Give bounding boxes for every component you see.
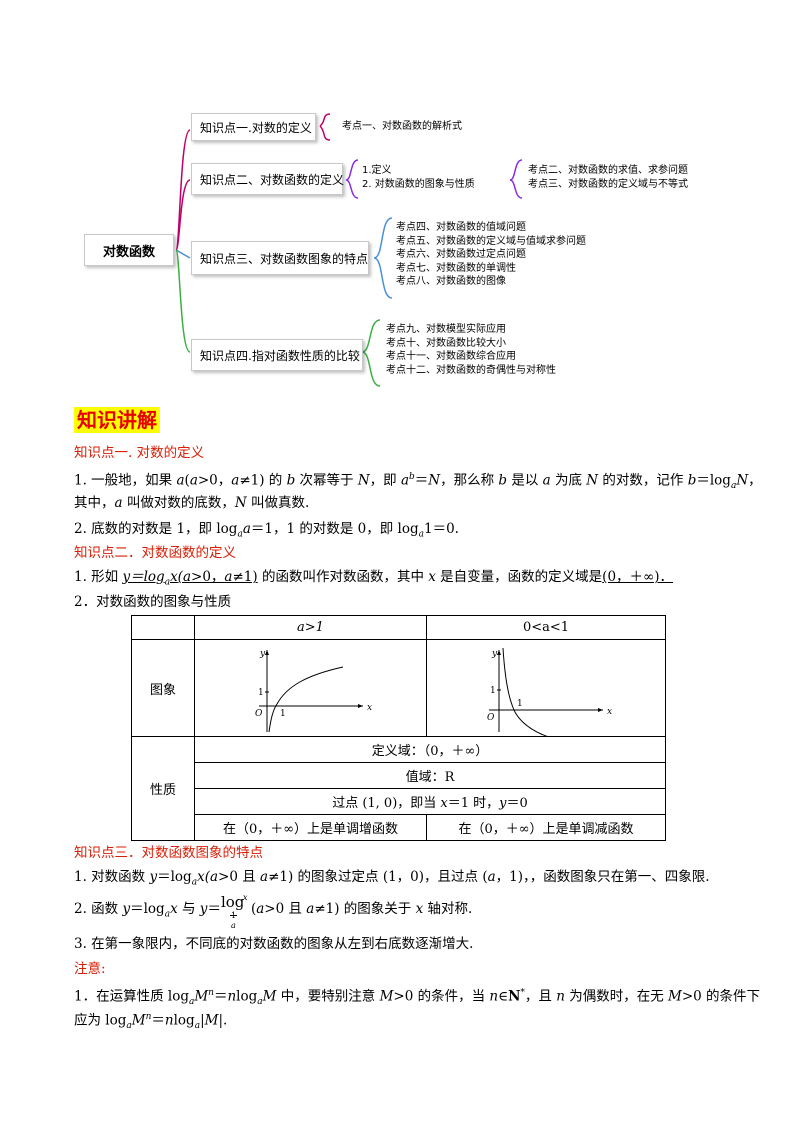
kp1-heading: 知识点一. 对数的定义 <box>74 445 205 461</box>
list-item: 考点九、对数模型实际应用 <box>386 324 506 335</box>
branch-2-items: 考点二、对数函数的求值、求参问题 考点三、对数函数的定义域与不等式 <box>528 164 688 191</box>
kp3-heading: 知识点三．对数函数图象的特点 <box>74 845 263 861</box>
graph-tick-1-y: 1 <box>490 686 496 696</box>
graph-origin-label: O <box>487 713 495 723</box>
graph-increasing-svg: y x O 1 1 <box>255 649 372 733</box>
mind-map-branch-4: 知识点四.指对函数性质的比较 <box>191 339 363 371</box>
list-item: 考点十二、对数函数的奇偶性与对称性 <box>386 364 556 376</box>
kp1-para-3: 2. 底数的对数是 1，即 logaa＝1，1 的对数是 0，即 loga1＝0… <box>74 521 459 540</box>
prop-range: 值域：R <box>194 762 666 789</box>
note-heading: 注意: <box>74 961 106 977</box>
graph-decreasing: y x O 1 1 <box>426 639 666 737</box>
section-title: 知识讲解 <box>74 407 160 433</box>
note-para-2: 应为 logaMn＝nloga|M|. <box>74 1012 228 1032</box>
list-item: 考点十一、对数函数综合应用 <box>386 351 516 362</box>
graph-tick-1-x: 1 <box>517 699 523 709</box>
list-item: 考点一、对数函数的解析式 <box>342 121 462 132</box>
table-head-a-gt-1: a>1 <box>194 615 427 640</box>
prop-monotonic-decreasing: 在（0，＋∞）上是单调减函数 <box>426 814 666 841</box>
branch-2-sub: 1.定义 2. 对数函数的图象与性质 <box>362 164 475 191</box>
graph-tick-1-y: 1 <box>258 688 264 698</box>
prop-domain: 定义域：（0，＋∞） <box>194 736 666 763</box>
kp3-para-1: 1. 对数函数 y＝logax(a>0 且 a≠1) 的图象过定点 (1，0)，… <box>74 869 710 888</box>
list-item: 2. 对数函数的图象与性质 <box>362 178 475 190</box>
kp1-para-1: 1. 一般地，如果 a(a>0，a≠1) 的 b 次幂等于 N，即 ab＝N，那… <box>74 472 762 492</box>
list-item: 1.定义 <box>362 165 392 176</box>
kp2-para-2: 2．对数函数的图象与性质 <box>74 594 232 610</box>
graph-origin-label: O <box>255 709 263 719</box>
mind-map-branch-1: 知识点一.对数的定义 <box>191 113 316 141</box>
kp2-para-1: 1. 形如 y＝logax(a>0，a≠1) 的函数叫作对数函数，其中 x 是自… <box>74 569 674 588</box>
graph-tick-1-x: 1 <box>280 709 286 719</box>
log-symbol: log <box>220 892 245 911</box>
prop-fixed-point: 过点 (1, 0)，即当 x＝1 时，y＝0 <box>194 788 666 815</box>
table-row-graph-label: 图象 <box>131 639 195 737</box>
list-item: 考点七、对数函数的单调性 <box>396 262 516 274</box>
list-item: 考点六、对数函数过定点问题 <box>396 249 526 260</box>
kp2-heading: 知识点二．对数函数的定义 <box>74 545 236 561</box>
note-para-1: 1．在运算性质 logaMn＝nlogaM 中，要特别注意 M>0 的条件，当 … <box>74 988 761 1008</box>
graph-y-label: y <box>491 649 498 659</box>
graph-x-label: x <box>367 703 372 713</box>
mind-map-branch-3: 知识点三、对数函数图象的特点 <box>191 241 369 275</box>
list-item: 考点二、对数函数的求值、求参问题 <box>528 165 688 176</box>
branch-1-items: 考点一、对数函数的解析式 <box>342 120 462 134</box>
list-item: 考点四、对数函数的值域问题 <box>396 222 526 233</box>
list-item: 考点十、对数函数比较大小 <box>386 337 506 349</box>
list-item: 考点八、对数函数的图像 <box>396 276 506 287</box>
table-row-prop-label: 性质 <box>131 736 195 841</box>
kp1-para-2: 其中，a 叫做对数的底数，N 叫做真数. <box>74 495 310 511</box>
mind-map-branch-2: 知识点二、对数函数的定义 <box>191 163 344 195</box>
mind-map-root: 对数函数 <box>84 234 174 266</box>
graph-x-label: x <box>607 707 612 717</box>
branch-3-items: 考点四、对数函数的值域问题 考点五、对数函数的定义域与值域求参问题 考点六、对数… <box>396 221 586 289</box>
table-corner <box>131 615 195 640</box>
mind-map-connectors <box>175 113 523 387</box>
list-item: 考点五、对数函数的定义域与值域求参问题 <box>396 235 586 247</box>
table-head-a-lt-1: 0<a<1 <box>426 615 666 640</box>
graph-decreasing-svg: y x O 1 1 <box>487 647 612 736</box>
branch-4-items: 考点九、对数模型实际应用 考点十、对数函数比较大小 考点十一、对数函数综合应用 … <box>386 323 556 377</box>
prop-monotonic-increasing: 在（0，＋∞）上是单调增函数 <box>194 814 427 841</box>
kp3-para-3: 3. 在第一象限内，不同底的对数函数的图象从左到右底数逐渐增大. <box>74 936 474 952</box>
graph-increasing: y x O 1 1 <box>194 639 427 737</box>
properties-table: a>1 0<a<1 图象 y x O 1 1 <box>131 615 666 841</box>
graph-y-label: y <box>259 649 266 659</box>
list-item: 考点三、对数函数的定义域与不等式 <box>528 178 688 190</box>
